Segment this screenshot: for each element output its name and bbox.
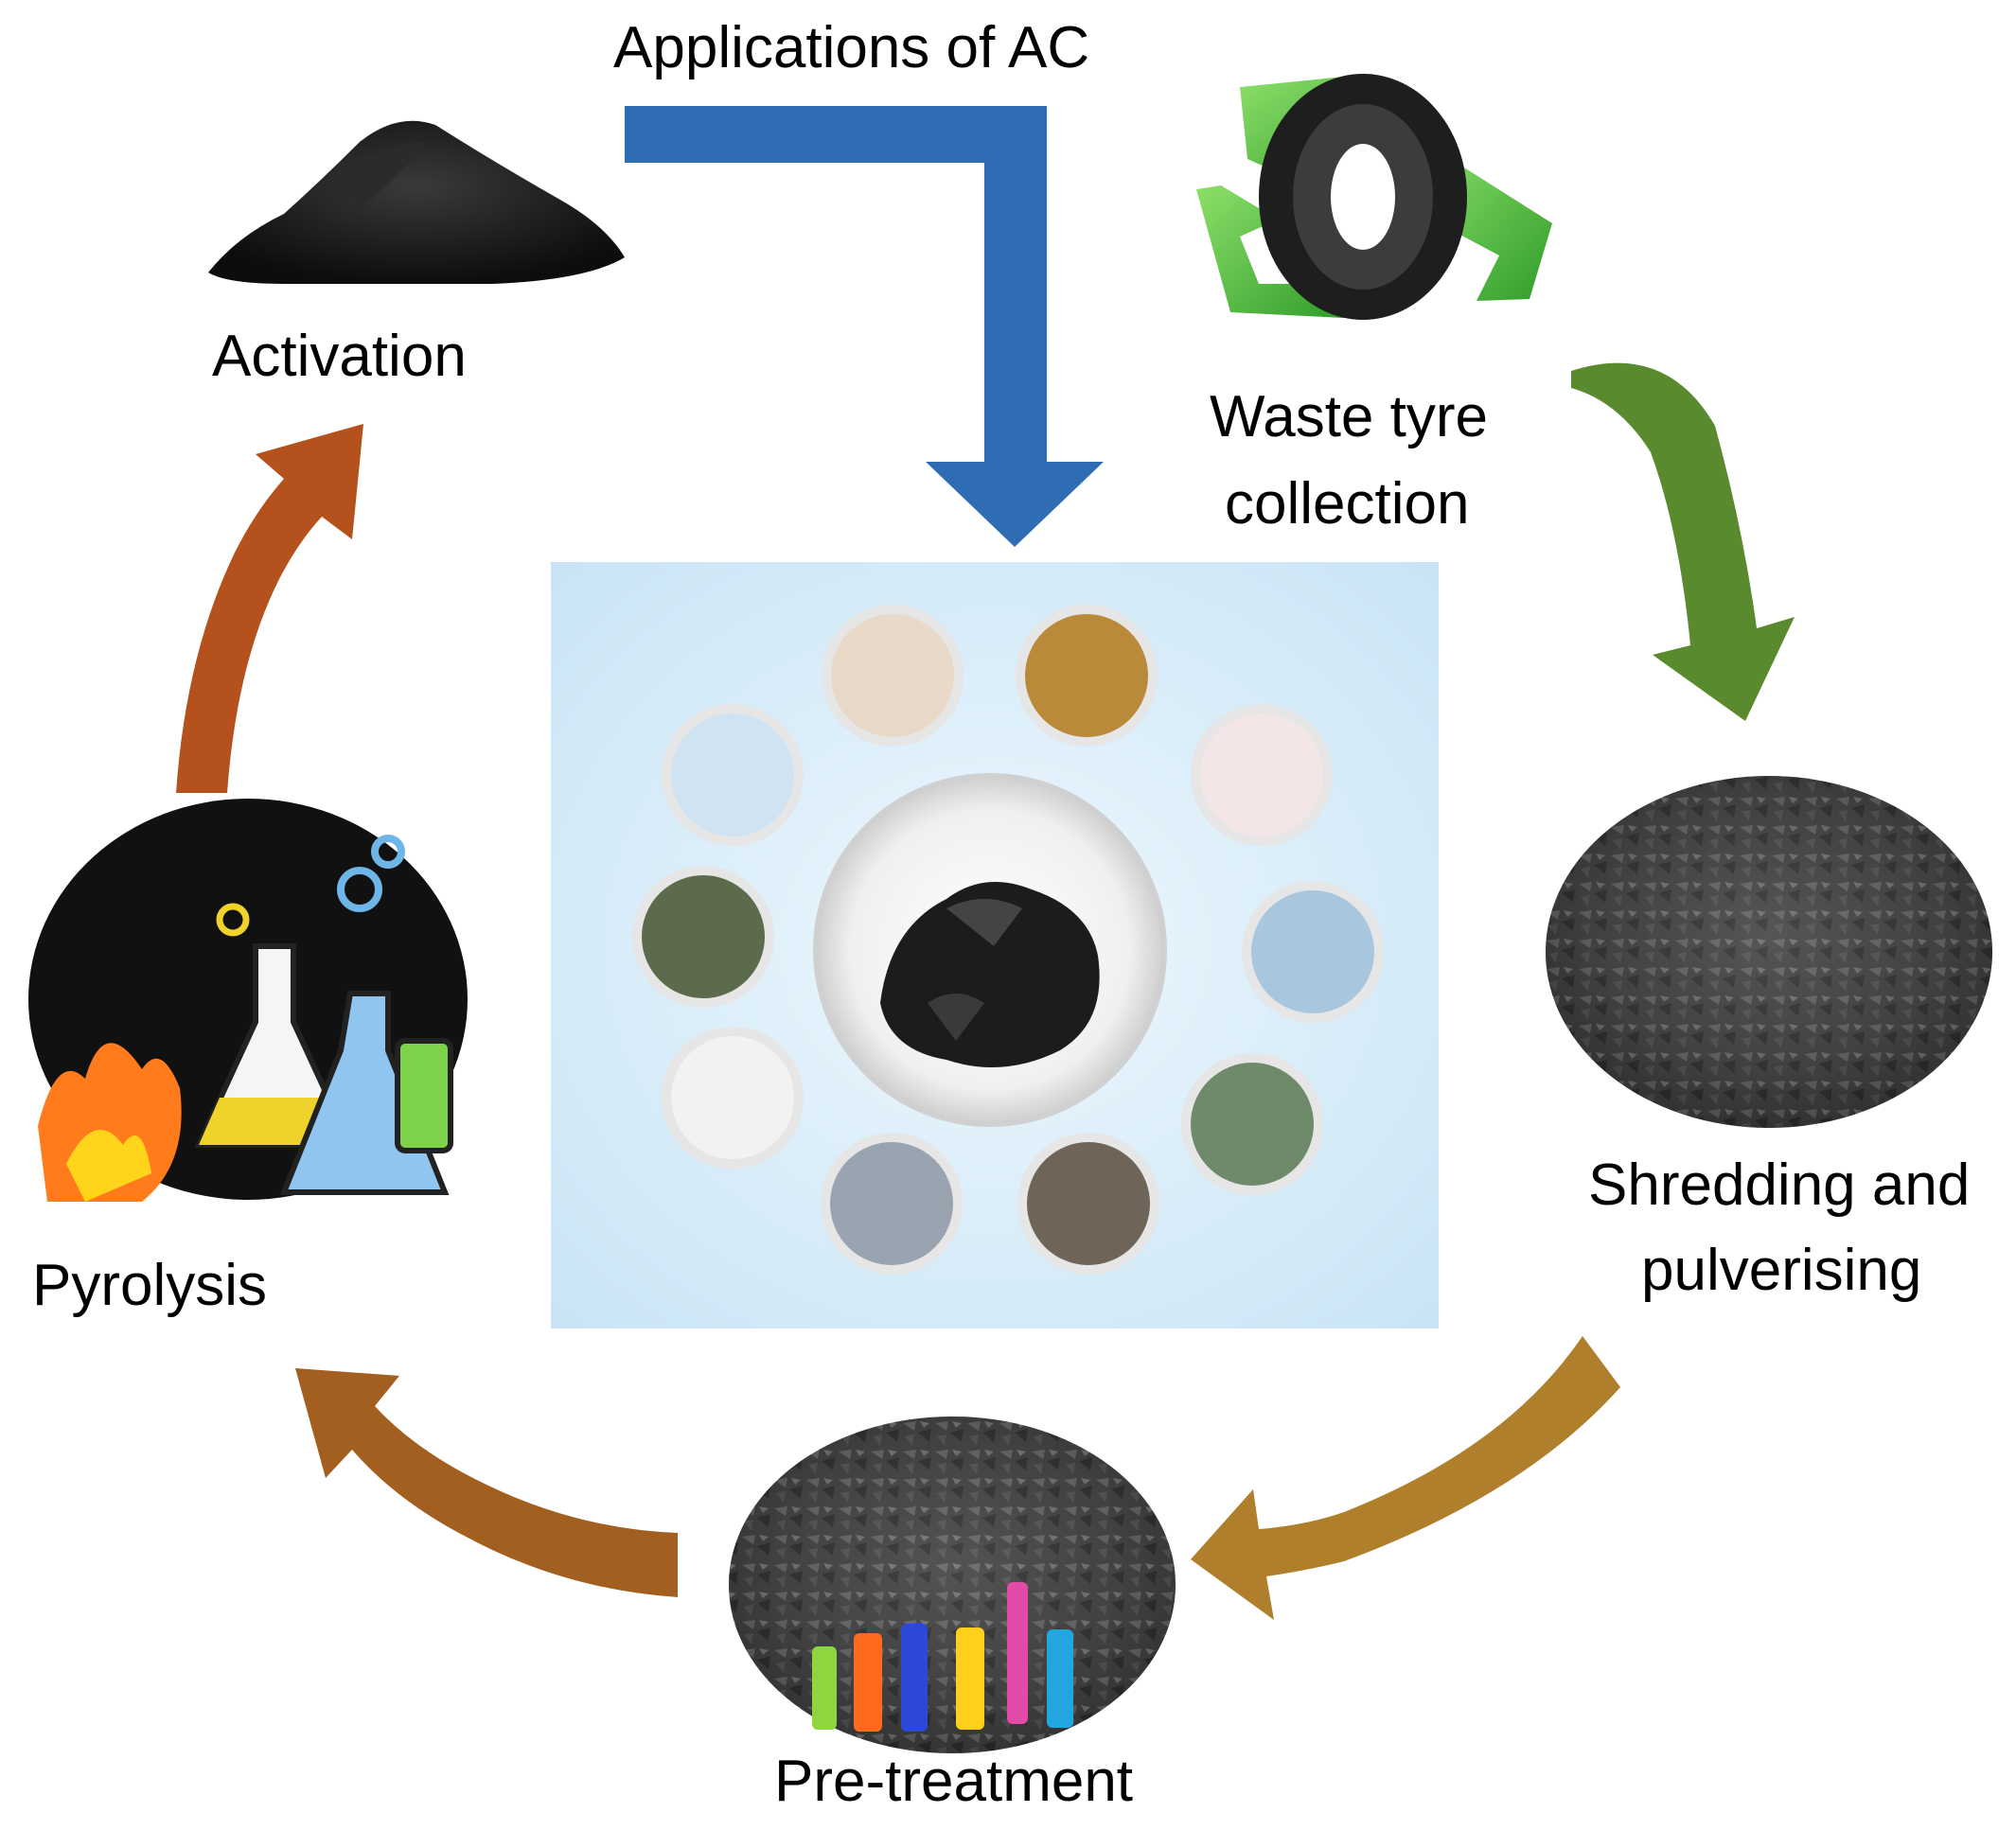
applications-wheel (632, 605, 1384, 1275)
pyrolysis-flask-fire-icon (28, 799, 468, 1202)
activated-carbon-icon (880, 882, 1100, 1067)
pyrolysis-to-activation-arrow (176, 424, 363, 793)
applications-arrow (625, 106, 1104, 547)
activation-label: Activation (212, 324, 467, 389)
carbon-powder-pile-icon (208, 120, 625, 284)
recycle-tyre-icon (1196, 74, 1552, 320)
shredding-to-pretreatment-arrow (1191, 1336, 1620, 1620)
applications-label: Applications of AC (613, 15, 1090, 80)
waste-tyre-label-line2: collection (1225, 471, 1470, 537)
shredding-label-line1: Shredding and (1588, 1153, 1971, 1218)
shredding-label-line2: pulverising (1641, 1238, 1922, 1303)
waste-tyre-label-line1: Waste tyre (1210, 384, 1488, 449)
shredded-rubber-icon (1546, 776, 1992, 1128)
application-circles (632, 605, 1384, 1275)
pretreatment-to-pyrolysis-arrow (295, 1368, 678, 1597)
pretreatment-label: Pre-treatment (774, 1749, 1134, 1814)
pretreatment-granules-icon (729, 1416, 1176, 1753)
waste-to-shredding-arrow (1571, 362, 1795, 721)
pyrolysis-label: Pyrolysis (32, 1253, 268, 1318)
